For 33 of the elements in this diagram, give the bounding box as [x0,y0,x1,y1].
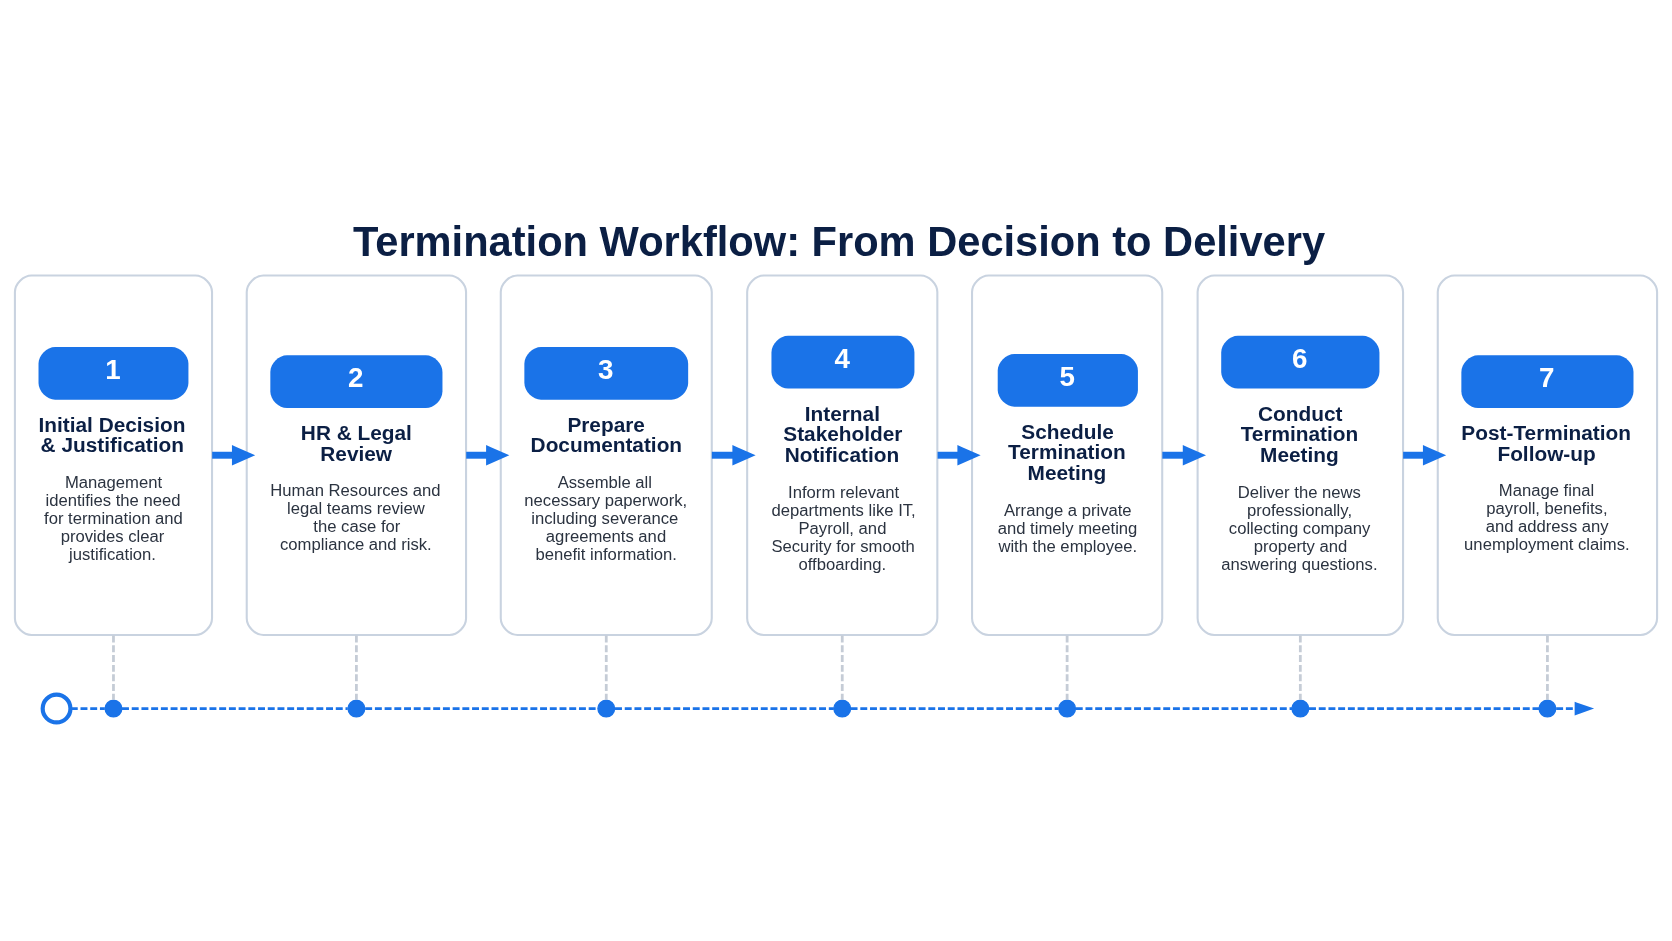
node-circle [1291,699,1310,718]
node-box: 7 Post-Termination Follow-up Manage final payroll, benefits, and address any unemployment claims. [1436,274,1659,637]
node-circle [104,699,123,718]
connector [840,635,844,700]
node-circle [1058,699,1077,718]
connector [1546,635,1549,700]
arrow [1556,701,1595,716]
connector [1065,635,1069,700]
node-box: 4 Internal Stakeholder Notification Inform relevant departments like IT, Payroll, and Security for smooth offboarding. [746,274,939,637]
connector [850,707,1059,710]
node-box: 3 Prepare Documentation Assemble all necessary paperwork, including severance agreements and benefit information. [499,274,713,637]
connector [365,707,598,710]
diagram-title: Termination Workflow: From Decision to Delivery [352,218,1326,266]
node-circle [40,692,73,725]
connector [1309,707,1540,710]
node-circle [1538,699,1557,718]
node-box: 1 Initial Decision & Justification Management identifies the need for termination and provides clear justification. [13,274,214,637]
connector [1298,635,1302,700]
node-circle [597,699,616,718]
arrow [711,445,756,466]
connector [122,707,348,710]
connector [355,635,358,700]
node-circle [347,699,366,718]
connector [615,707,834,710]
connector [112,635,115,700]
connector [604,635,608,700]
connector [1075,707,1292,710]
node-box: 6 Conduct Termination Meeting Deliver the news professionally, collecting company property and answering questions. [1196,274,1405,637]
node-circle [833,699,852,718]
connector [70,707,105,710]
node-box: 5 Schedule Termination Meeting Arrange a private and timely meeting with the employee. [971,274,1164,637]
arrow [937,445,981,466]
node-box: 2 HR & Legal Review Human Resources and legal teams review the case for compliance and risk. [245,274,468,637]
